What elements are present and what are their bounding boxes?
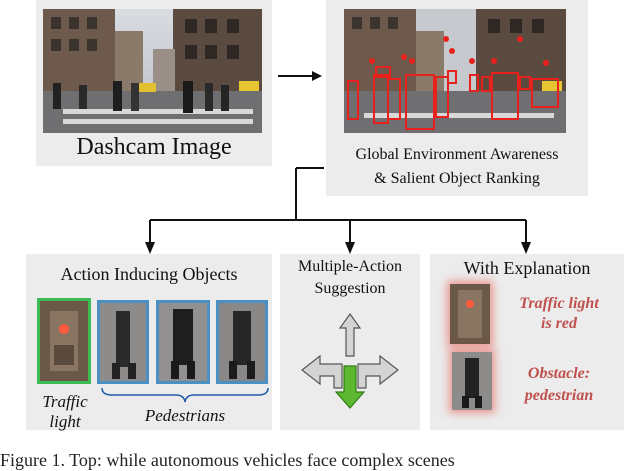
awareness-label-line1: Global Environment Awareness <box>355 146 559 163</box>
multi-direction-arrows-icon <box>301 312 399 409</box>
action-objects-title: Action Inducing Objects <box>60 264 238 284</box>
explanation-2-line2: pedestrian <box>524 387 594 404</box>
pedestrians-brace <box>101 387 269 403</box>
explanation-1-line1: Traffic light <box>519 295 599 312</box>
explanation-title: With Explanation <box>463 258 591 278</box>
dashcam-image <box>43 9 262 133</box>
traffic-label-line1: Traffic <box>42 392 88 411</box>
awareness-label-line2: & Salient Object Ranking <box>374 170 540 187</box>
pedestrian-crop-3 <box>216 300 268 384</box>
multi-action-title-line2: Suggestion <box>314 280 386 297</box>
right-arrow-icon <box>278 71 322 81</box>
pedestrian-crop-1 <box>97 300 149 384</box>
connector-arrows <box>145 167 531 254</box>
annotated-image <box>344 9 566 133</box>
multi-action-title-line1: Multiple-Action <box>298 258 402 275</box>
figure-caption: Figure 1. Top: while autonomous vehicles… <box>0 450 455 470</box>
traffic-light-crop <box>37 298 91 384</box>
pedestrian-crop-2 <box>156 300 210 384</box>
explanation-crop-traffic <box>450 284 490 344</box>
traffic-label-line2: light <box>49 412 81 431</box>
pedestrians-label: Pedestrians <box>144 406 226 425</box>
explanation-2-line1: Obstacle: <box>527 365 591 382</box>
explanation-1-line2: is red <box>541 315 577 332</box>
explanation-crop-pedestrian <box>452 352 492 410</box>
dashcam-label: Dashcam Image <box>76 134 232 160</box>
